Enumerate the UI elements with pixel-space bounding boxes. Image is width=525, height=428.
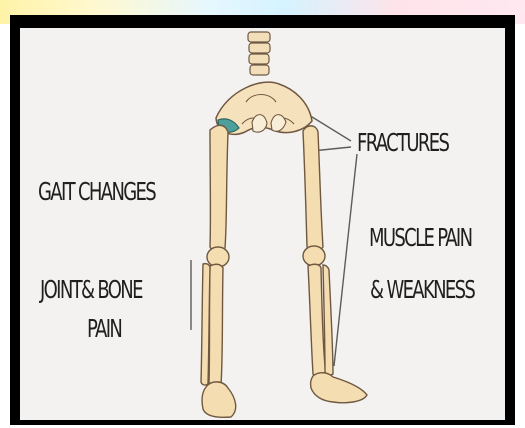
left-femur bbox=[210, 125, 228, 251]
left-foot bbox=[202, 382, 236, 417]
pelvis bbox=[216, 82, 312, 134]
vertebra bbox=[248, 32, 270, 42]
joint-bone-pain-label-line2: PAIN bbox=[87, 315, 121, 344]
vertebra bbox=[249, 43, 270, 53]
left-leg bbox=[201, 125, 236, 417]
muscle-pain-label-line2: & WEAKNESS bbox=[370, 276, 474, 305]
vertebra bbox=[249, 54, 269, 64]
right-knee bbox=[303, 246, 325, 266]
right-fibula bbox=[323, 265, 333, 375]
muscle-pointer-line bbox=[334, 154, 357, 366]
spine bbox=[248, 32, 270, 75]
left-obturator bbox=[252, 115, 267, 133]
left-tibia bbox=[209, 264, 223, 386]
joint-bone-pain-label-line1: JOINT& BONE bbox=[40, 276, 142, 305]
muscle-pain-label-line1: MUSCLE PAIN bbox=[369, 224, 471, 253]
vertebra bbox=[250, 65, 269, 75]
gait-changes-label: GAIT CHANGES bbox=[38, 178, 155, 207]
left-fibula bbox=[201, 264, 210, 385]
diagram-panel: FRACTURES GAIT CHANGES JOINT& BONE PAIN … bbox=[20, 28, 505, 420]
right-foot bbox=[311, 373, 367, 403]
right-femur bbox=[303, 126, 323, 252]
fractures-label: FRACTURES bbox=[357, 129, 448, 158]
